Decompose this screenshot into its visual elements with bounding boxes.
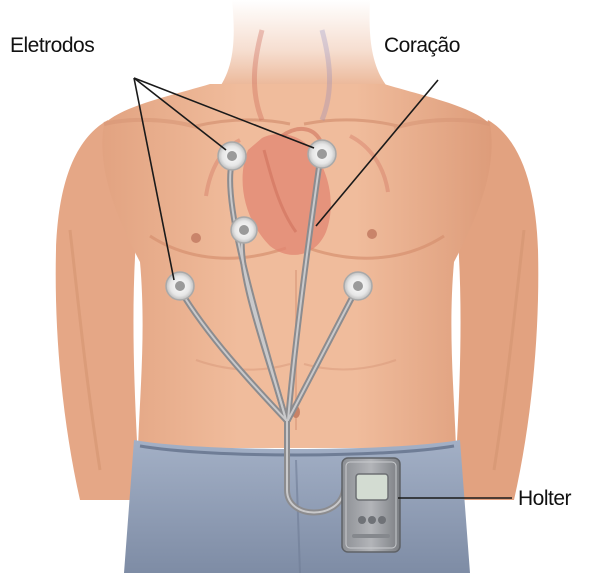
neck <box>216 0 392 92</box>
label-heart: Coração <box>384 34 460 58</box>
label-electrodes: Eletrodos <box>10 34 94 58</box>
label-holter: Holter <box>518 487 571 511</box>
electrode-pad-icon <box>344 272 372 300</box>
holter-monitor-icon <box>342 458 400 552</box>
electrode-pad-icon <box>231 217 257 243</box>
electrode-pad-icon <box>308 140 336 168</box>
electrode-pad-icon <box>166 272 194 300</box>
